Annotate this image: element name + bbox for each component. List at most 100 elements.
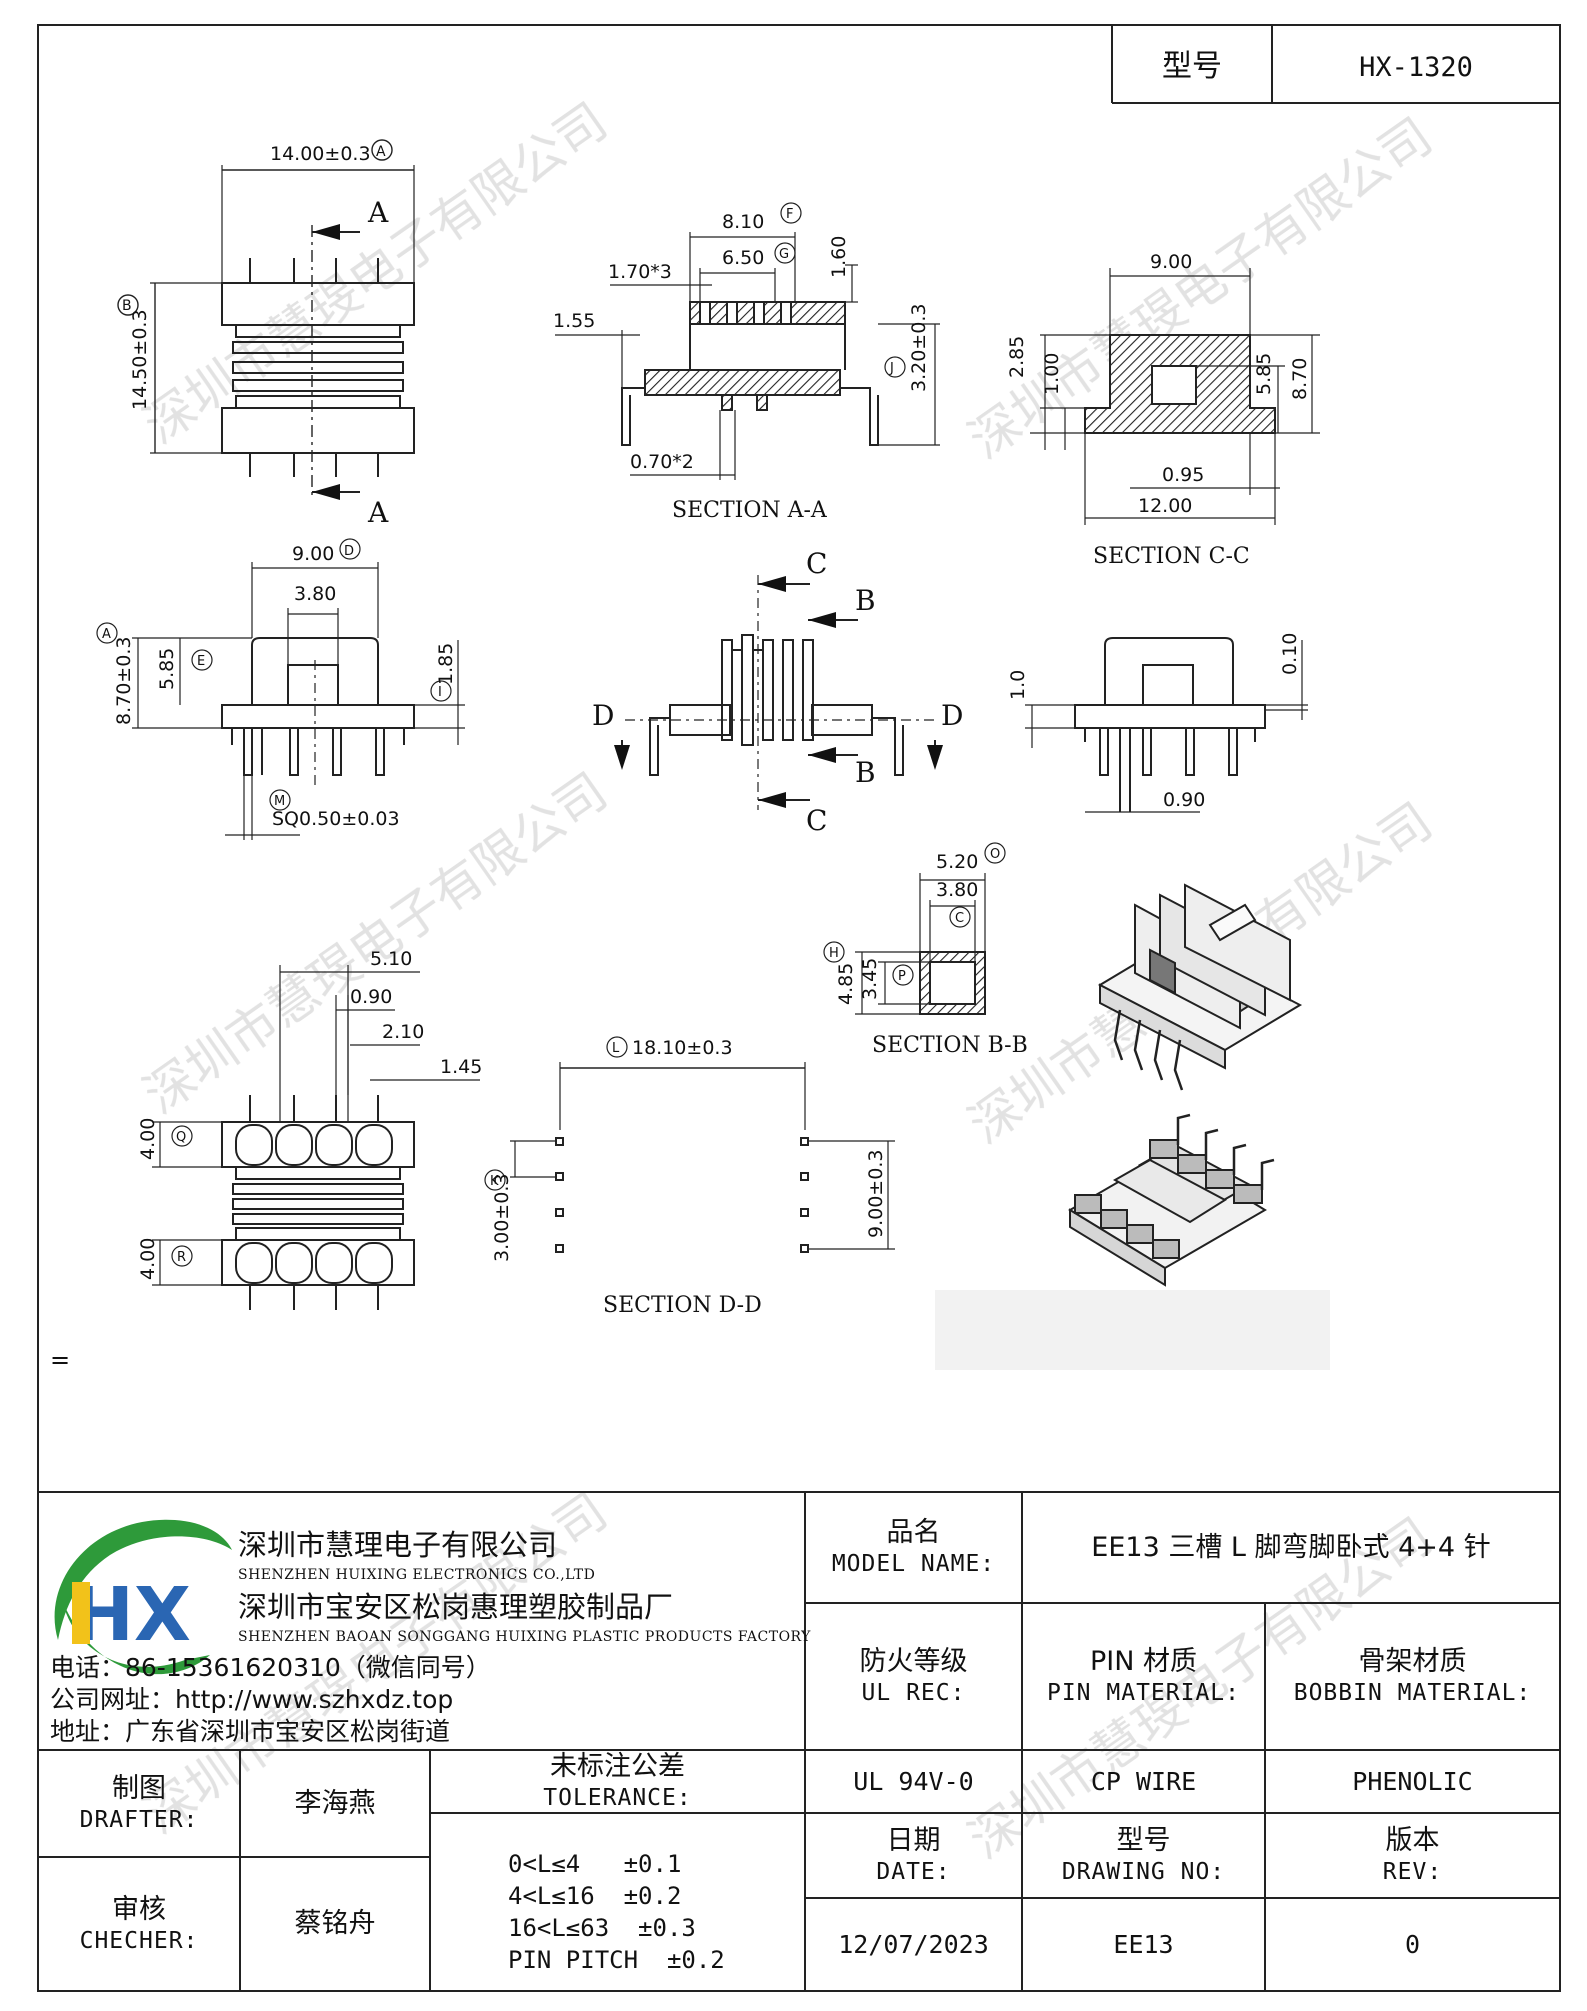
contact-address: 地址：广东省深圳市宝安区松岗街道 [50, 1717, 451, 1746]
bubble-front-m: M [274, 794, 285, 809]
checker-label-cn: 审核 [112, 1893, 166, 1925]
section-dd [484, 1036, 895, 1253]
pin-material-label-en: PIN MATERIAL: [1046, 1680, 1240, 1706]
section-dd-title: SECTION D-D [603, 1293, 762, 1318]
rev-value-text: 0 [1404, 1929, 1421, 1959]
factory-name-cn: 深圳市宝安区松岗惠理塑胶制品厂 [238, 1590, 674, 1624]
cut-label-b-bottom: B [855, 756, 876, 789]
bubble-bottom-r: R [177, 1250, 186, 1265]
dim-cc-5-85: 5.85 [1253, 353, 1275, 395]
model-name-value: EE13 三槽 L 脚弯脚卧式 4+4 针 [1022, 1492, 1560, 1603]
drawing-no-value: EE13 [1022, 1898, 1265, 1991]
dim-aa-8-10: 8.10 [722, 211, 764, 233]
section-aa-title: SECTION A-A [672, 498, 828, 523]
isometric-shadow [935, 1290, 1330, 1370]
dim-aa-0-70: 0.70*2 [630, 451, 694, 473]
model-name-value-text: EE13 三槽 L 脚弯脚卧式 4+4 针 [1091, 1531, 1491, 1563]
date-label-en: DATE: [876, 1859, 951, 1885]
date-label: 日期 DATE: [805, 1813, 1022, 1898]
dim-aa-3-20: 3.20±0.3 [908, 304, 930, 392]
checker-name: 蔡铭舟 [240, 1857, 430, 1991]
dim-cc-9-00: 9.00 [1150, 251, 1192, 273]
dim-aa-6-50: 6.50 [722, 247, 764, 269]
dim-aa-1-55: 1.55 [553, 310, 595, 332]
dim-cc-0-95: 0.95 [1162, 464, 1204, 486]
bubble-front-d: D [344, 544, 354, 559]
contact-phone: 电话：86-15361620310（微信同号） [50, 1653, 491, 1682]
dim-aa-1-70: 1.70*3 [608, 261, 672, 283]
ul-value-text: UL 94V-0 [853, 1766, 974, 1796]
dim-top-height: 14.50±0.3 [129, 309, 151, 410]
tolerance-row: PIN PITCH ±0.2 [508, 1946, 725, 1974]
dim-front-5-85: 5.85 [156, 648, 178, 690]
dim-bb-3-45: 3.45 [859, 958, 881, 1000]
side-view [1025, 637, 1308, 813]
bubble-top-b: B [122, 298, 132, 314]
dim-bottom-0-90: 0.90 [350, 986, 392, 1008]
bubble-aa-g: G [779, 247, 789, 262]
section-bb-title: SECTION B-B [872, 1033, 1028, 1058]
checker-name-text: 蔡铭舟 [294, 1908, 376, 1940]
tolerance-label-cn: 未标注公差 [550, 1751, 685, 1783]
logo-text: HX [72, 1572, 191, 1658]
dim-bottom-4-00a: 4.00 [137, 1118, 159, 1160]
bubble-front-i: I [438, 685, 442, 700]
bobbin-material-value: PHENOLIC [1265, 1750, 1560, 1813]
tolerance-label-en: TOLERANCE: [543, 1785, 692, 1811]
dim-side-0-90: 0.90 [1163, 789, 1205, 811]
company-logo: HX [54, 1519, 233, 1675]
bubble-top-a: A [376, 144, 386, 160]
contact-website: 公司网址：http://www.szhxdz.top [50, 1685, 454, 1714]
drafter-name: 李海燕 [240, 1750, 430, 1857]
bubble-aa-j: J [889, 361, 894, 376]
pin-material-value: CP WIRE [1022, 1750, 1265, 1813]
drawing-no-label: 型号 DRAWING NO: [1022, 1813, 1265, 1898]
section-cc-title: SECTION C-C [1093, 544, 1250, 569]
dim-front-pin: SQ0.50±0.03 [272, 808, 400, 830]
bubble-aa-f: F [786, 207, 793, 222]
bottom-view [152, 965, 480, 1310]
ul-value: UL 94V-0 [805, 1750, 1022, 1813]
bubble-front-e: E [197, 654, 205, 669]
factory-name-en: SHENZHEN BAOAN SONGGANG HUIXING PLASTIC … [238, 1629, 811, 1645]
isometric-view-top [1097, 883, 1303, 1091]
dim-front-9-00: 9.00 [292, 543, 334, 565]
dim-side-0-10: 0.10 [1279, 633, 1301, 675]
cut-label-a-bottom: A [367, 496, 389, 529]
dim-top-width: 14.00±0.3 [270, 143, 371, 165]
drawing-no-value-text: EE13 [1113, 1929, 1174, 1959]
stray-mark: = [50, 1346, 70, 1374]
drafter-label-cn: 制图 [112, 1773, 166, 1805]
pin-material-value-text: CP WIRE [1090, 1766, 1197, 1796]
checker-label-en: CHECHER: [79, 1927, 199, 1954]
dim-front-3-80: 3.80 [294, 583, 336, 605]
tolerance-row: 16<L≤63 ±0.3 [508, 1914, 696, 1942]
dim-dd-18-10: 18.10±0.3 [632, 1037, 733, 1059]
bubble-dd-l: L [612, 1041, 620, 1056]
dim-cc-8-70: 8.70 [1289, 358, 1311, 400]
dim-front-1-85: 1.85 [435, 643, 457, 685]
drafter-label: 制图 DRAFTER: [38, 1750, 240, 1857]
cut-label-d-left: D [592, 699, 614, 732]
ul-rec-label-en: UL REC: [861, 1680, 966, 1706]
dim-aa-1-60: 1.60 [828, 236, 850, 278]
bobbin-material-value-text: PHENOLIC [1352, 1766, 1473, 1796]
date-value-text: 12/07/2023 [838, 1929, 989, 1959]
bobbin-material-label-en: BOBBIN MATERIAL: [1293, 1680, 1532, 1706]
rev-value: 0 [1265, 1898, 1560, 1991]
dim-bottom-2-10: 2.10 [382, 1021, 424, 1043]
bubble-bottom-q: Q [176, 1130, 186, 1145]
bubble-bb-c: C [955, 911, 964, 926]
dim-bottom-5-10: 5.10 [370, 948, 412, 970]
center-view [621, 575, 936, 810]
ul-rec-label: 防火等级 UL REC: [805, 1603, 1022, 1750]
bobbin-material-label-cn: 骨架材质 [1358, 1646, 1467, 1678]
bobbin-material-label: 骨架材质 BOBBIN MATERIAL: [1265, 1603, 1560, 1750]
rev-label-cn: 版本 [1385, 1825, 1440, 1857]
cut-label-c-bottom: C [806, 804, 827, 837]
checker-label: 审核 CHECHER: [38, 1857, 240, 1991]
section-cc [1030, 268, 1320, 525]
dim-bottom-1-45: 1.45 [440, 1056, 482, 1078]
dim-bb-5-20: 5.20 [936, 851, 978, 873]
cut-label-b-top: B [855, 584, 876, 617]
